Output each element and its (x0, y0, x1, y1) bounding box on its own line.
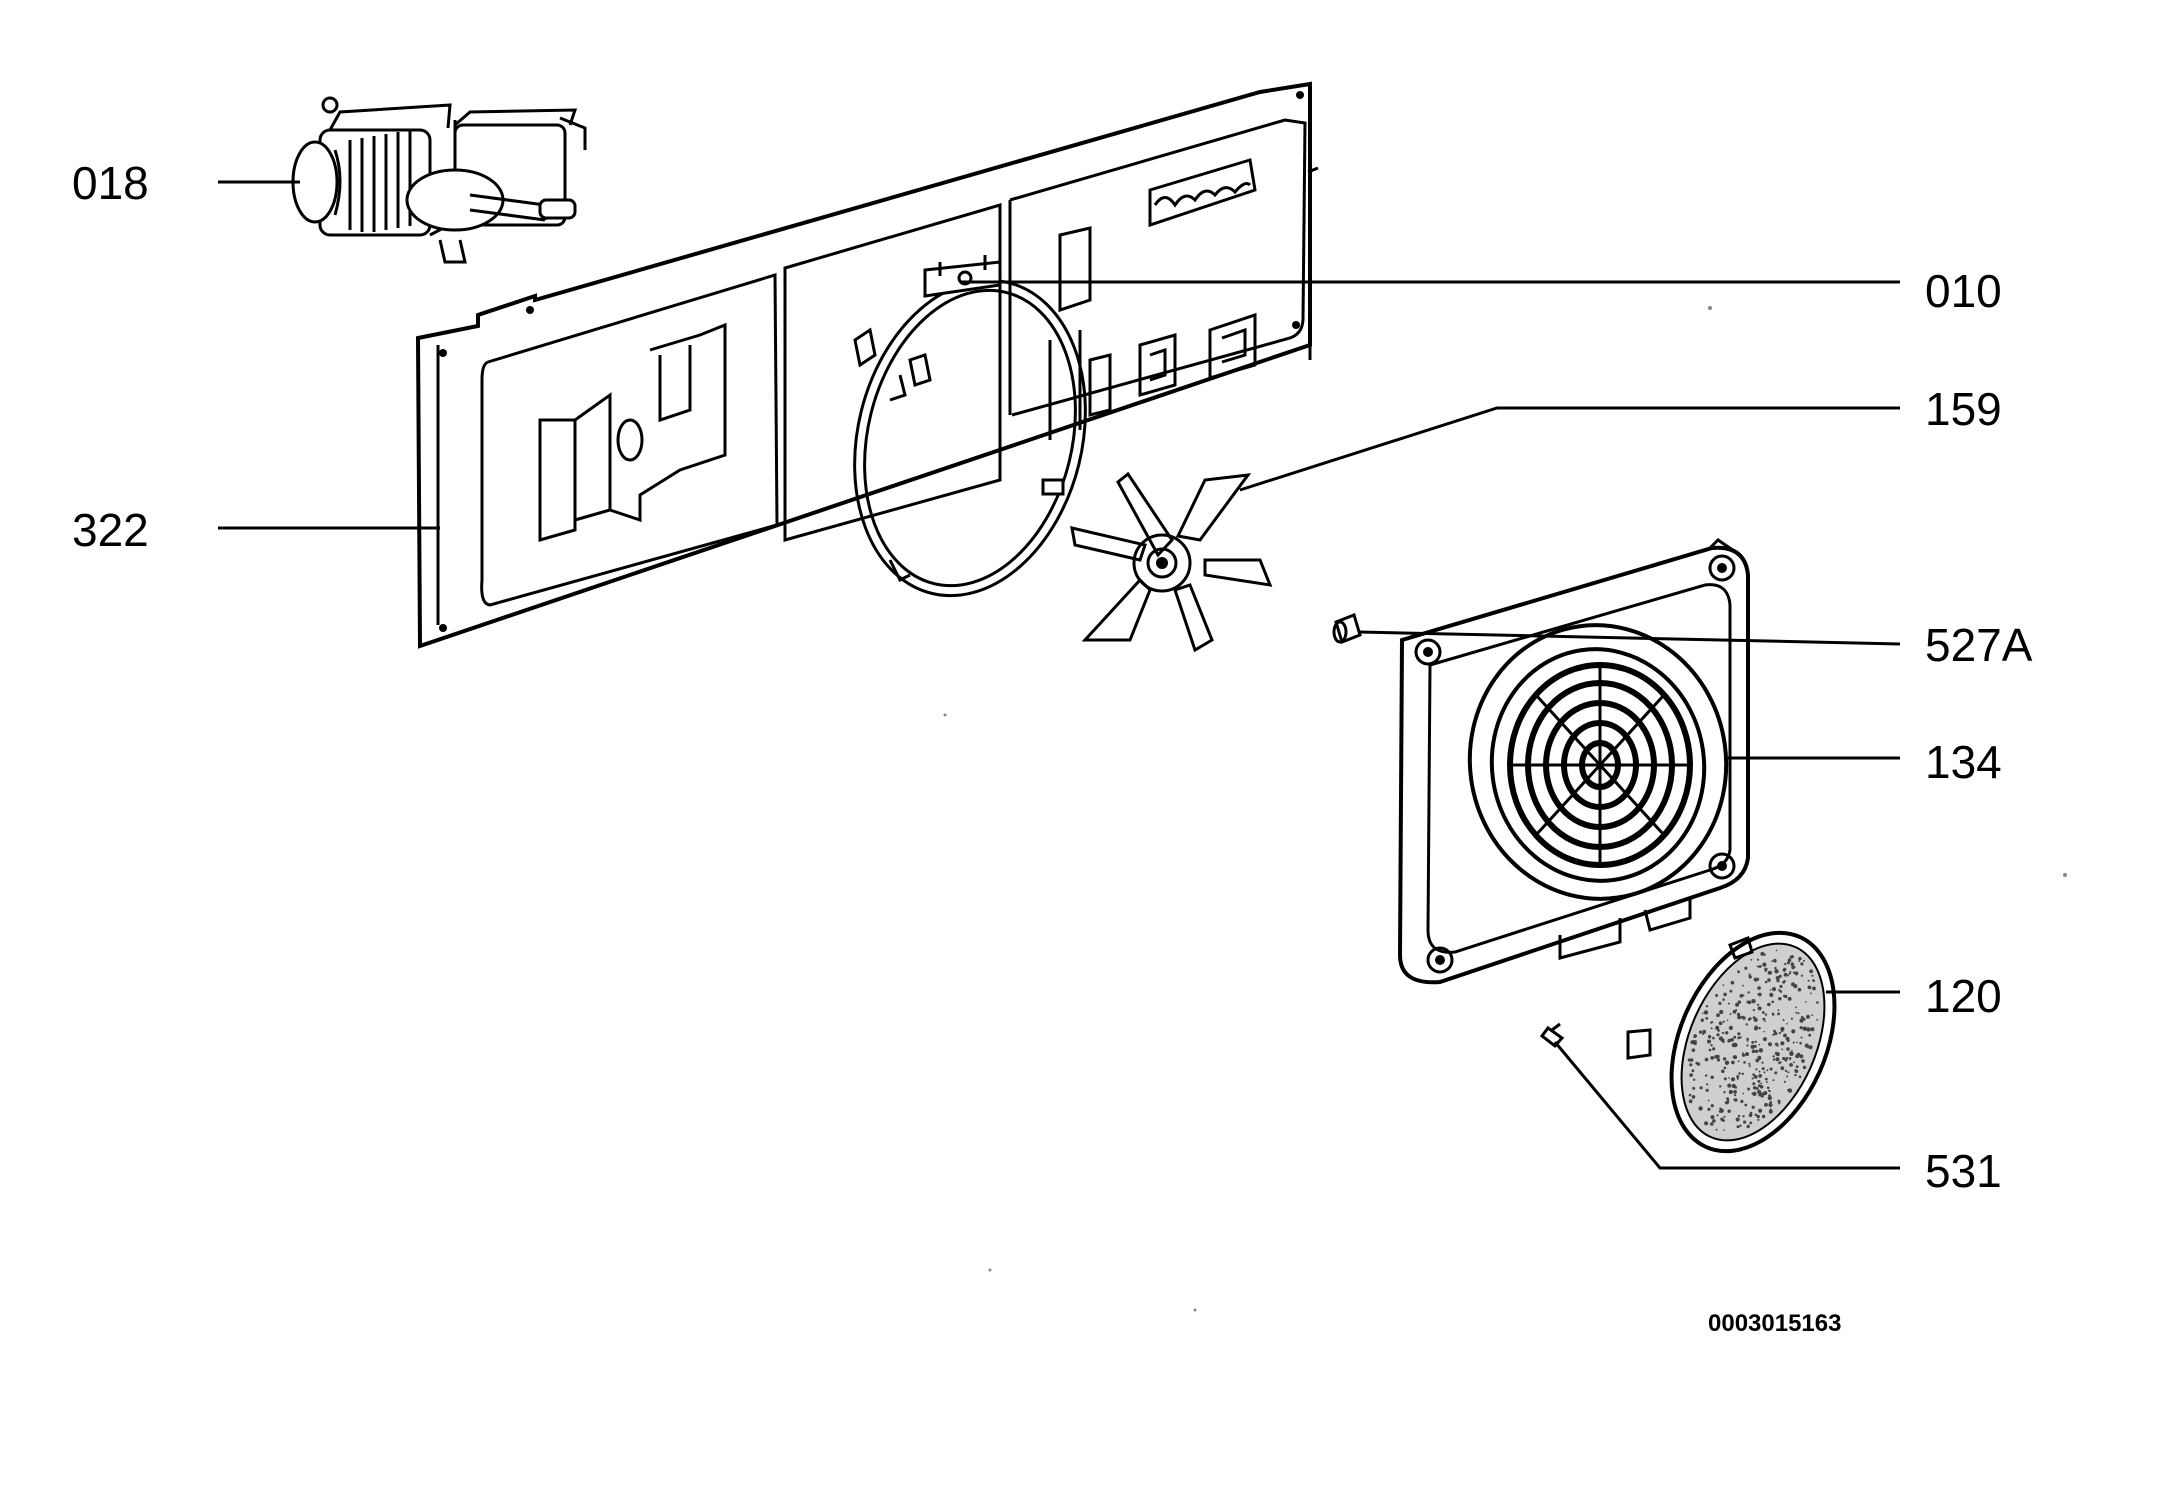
part-label-010: 010 (1925, 265, 2002, 317)
rear-panel-drawing (415, 81, 1319, 649)
leader-159 (1239, 406, 1900, 492)
part-label-527A: 527A (1925, 619, 2033, 671)
part-label-018: 018 (72, 157, 149, 209)
part-label-322: 322 (72, 504, 149, 556)
fan-cover-drawing (1397, 538, 1750, 985)
nut-drawing (1332, 613, 1362, 644)
grease-filter-drawing (1626, 930, 1837, 1154)
screw-drawing (1539, 1022, 1565, 1049)
document-number: 0003015163 (1708, 1310, 1842, 1337)
leader-531 (1553, 1041, 1900, 1170)
fan-blade-drawing (1070, 471, 1273, 653)
leader-lines (218, 180, 1901, 1170)
part-label-134: 134 (1925, 736, 2002, 788)
part-label-120: 120 (1925, 970, 2002, 1022)
leader-527A (1359, 630, 1901, 646)
part-label-531: 531 (1925, 1145, 2002, 1197)
fan-motor-drawing (291, 96, 587, 264)
part-label-159: 159 (1925, 383, 2002, 435)
